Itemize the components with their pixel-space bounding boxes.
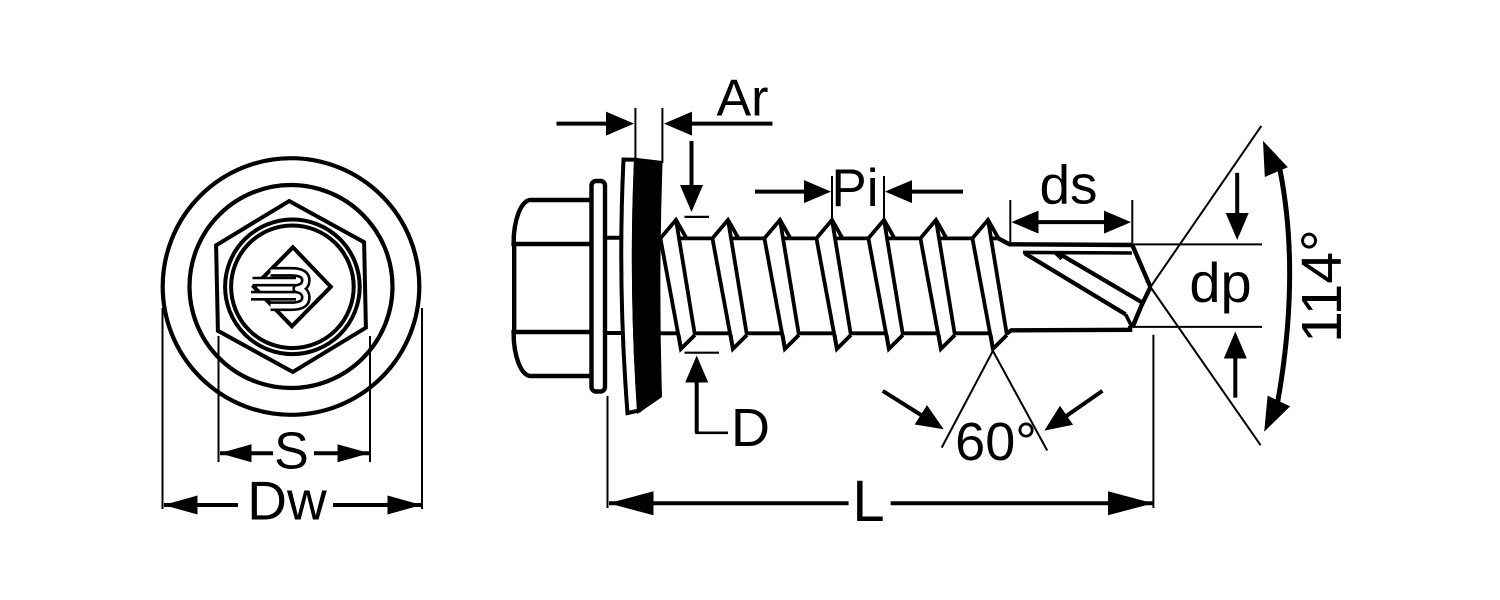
svg-text:Ar: Ar — [717, 70, 769, 128]
svg-text:ds: ds — [1039, 154, 1097, 216]
svg-text:Pi: Pi — [831, 159, 878, 218]
svg-text:60°: 60° — [955, 412, 1037, 472]
svg-text:D: D — [731, 398, 770, 458]
svg-text:dp: dp — [1189, 251, 1251, 314]
svg-text:L: L — [852, 469, 884, 534]
svg-text:114°: 114° — [1290, 229, 1354, 343]
svg-text:S: S — [274, 423, 309, 481]
svg-text:Dw: Dw — [247, 470, 327, 532]
